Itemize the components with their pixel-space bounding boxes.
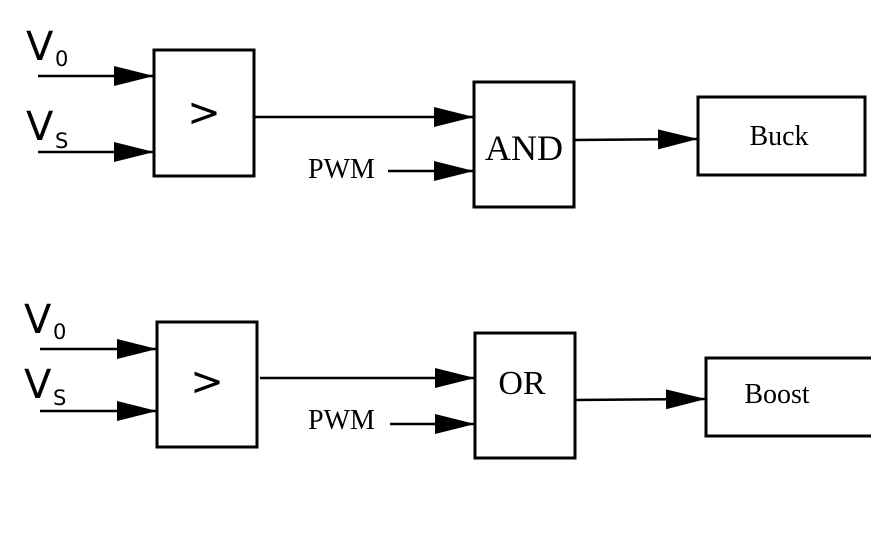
top-input1-sub-label: 0 [55, 47, 68, 71]
boost-label: Boost [744, 379, 810, 410]
buck-block [696, 95, 867, 177]
bottom-comparator-block [155, 320, 259, 449]
bottom-gate-output-arrow [574, 389, 707, 410]
buck-logic-diagram: V 0 V S > PWM AND Buck [26, 24, 867, 209]
bottom-comparator-symbol: > [190, 359, 224, 405]
or-gate-block [473, 331, 577, 460]
buck-label: Buck [749, 121, 808, 152]
top-input2-main-label: V [26, 104, 54, 150]
boost-logic-diagram: V 0 V S > PWM OR Boost [24, 297, 871, 460]
top-input2-sub-label: S [55, 129, 68, 153]
top-pwm-label: PWM [308, 154, 375, 185]
bottom-input1-sub-label: 0 [53, 320, 66, 344]
or-gate-label: OR [498, 365, 546, 402]
top-input1-main-label: V [26, 24, 54, 70]
top-comparator-symbol: > [187, 90, 221, 136]
top-gate-output-arrow [573, 129, 699, 150]
bottom-pwm-label: PWM [308, 405, 375, 436]
boost-block [704, 356, 871, 438]
bottom-input1-main-label: V [24, 297, 52, 343]
top-comparator-block [152, 48, 256, 178]
bottom-input2-sub-label: S [53, 386, 66, 410]
bottom-input2-main-label: V [24, 362, 52, 408]
and-gate-block [472, 80, 576, 209]
and-gate-label: AND [485, 128, 563, 168]
